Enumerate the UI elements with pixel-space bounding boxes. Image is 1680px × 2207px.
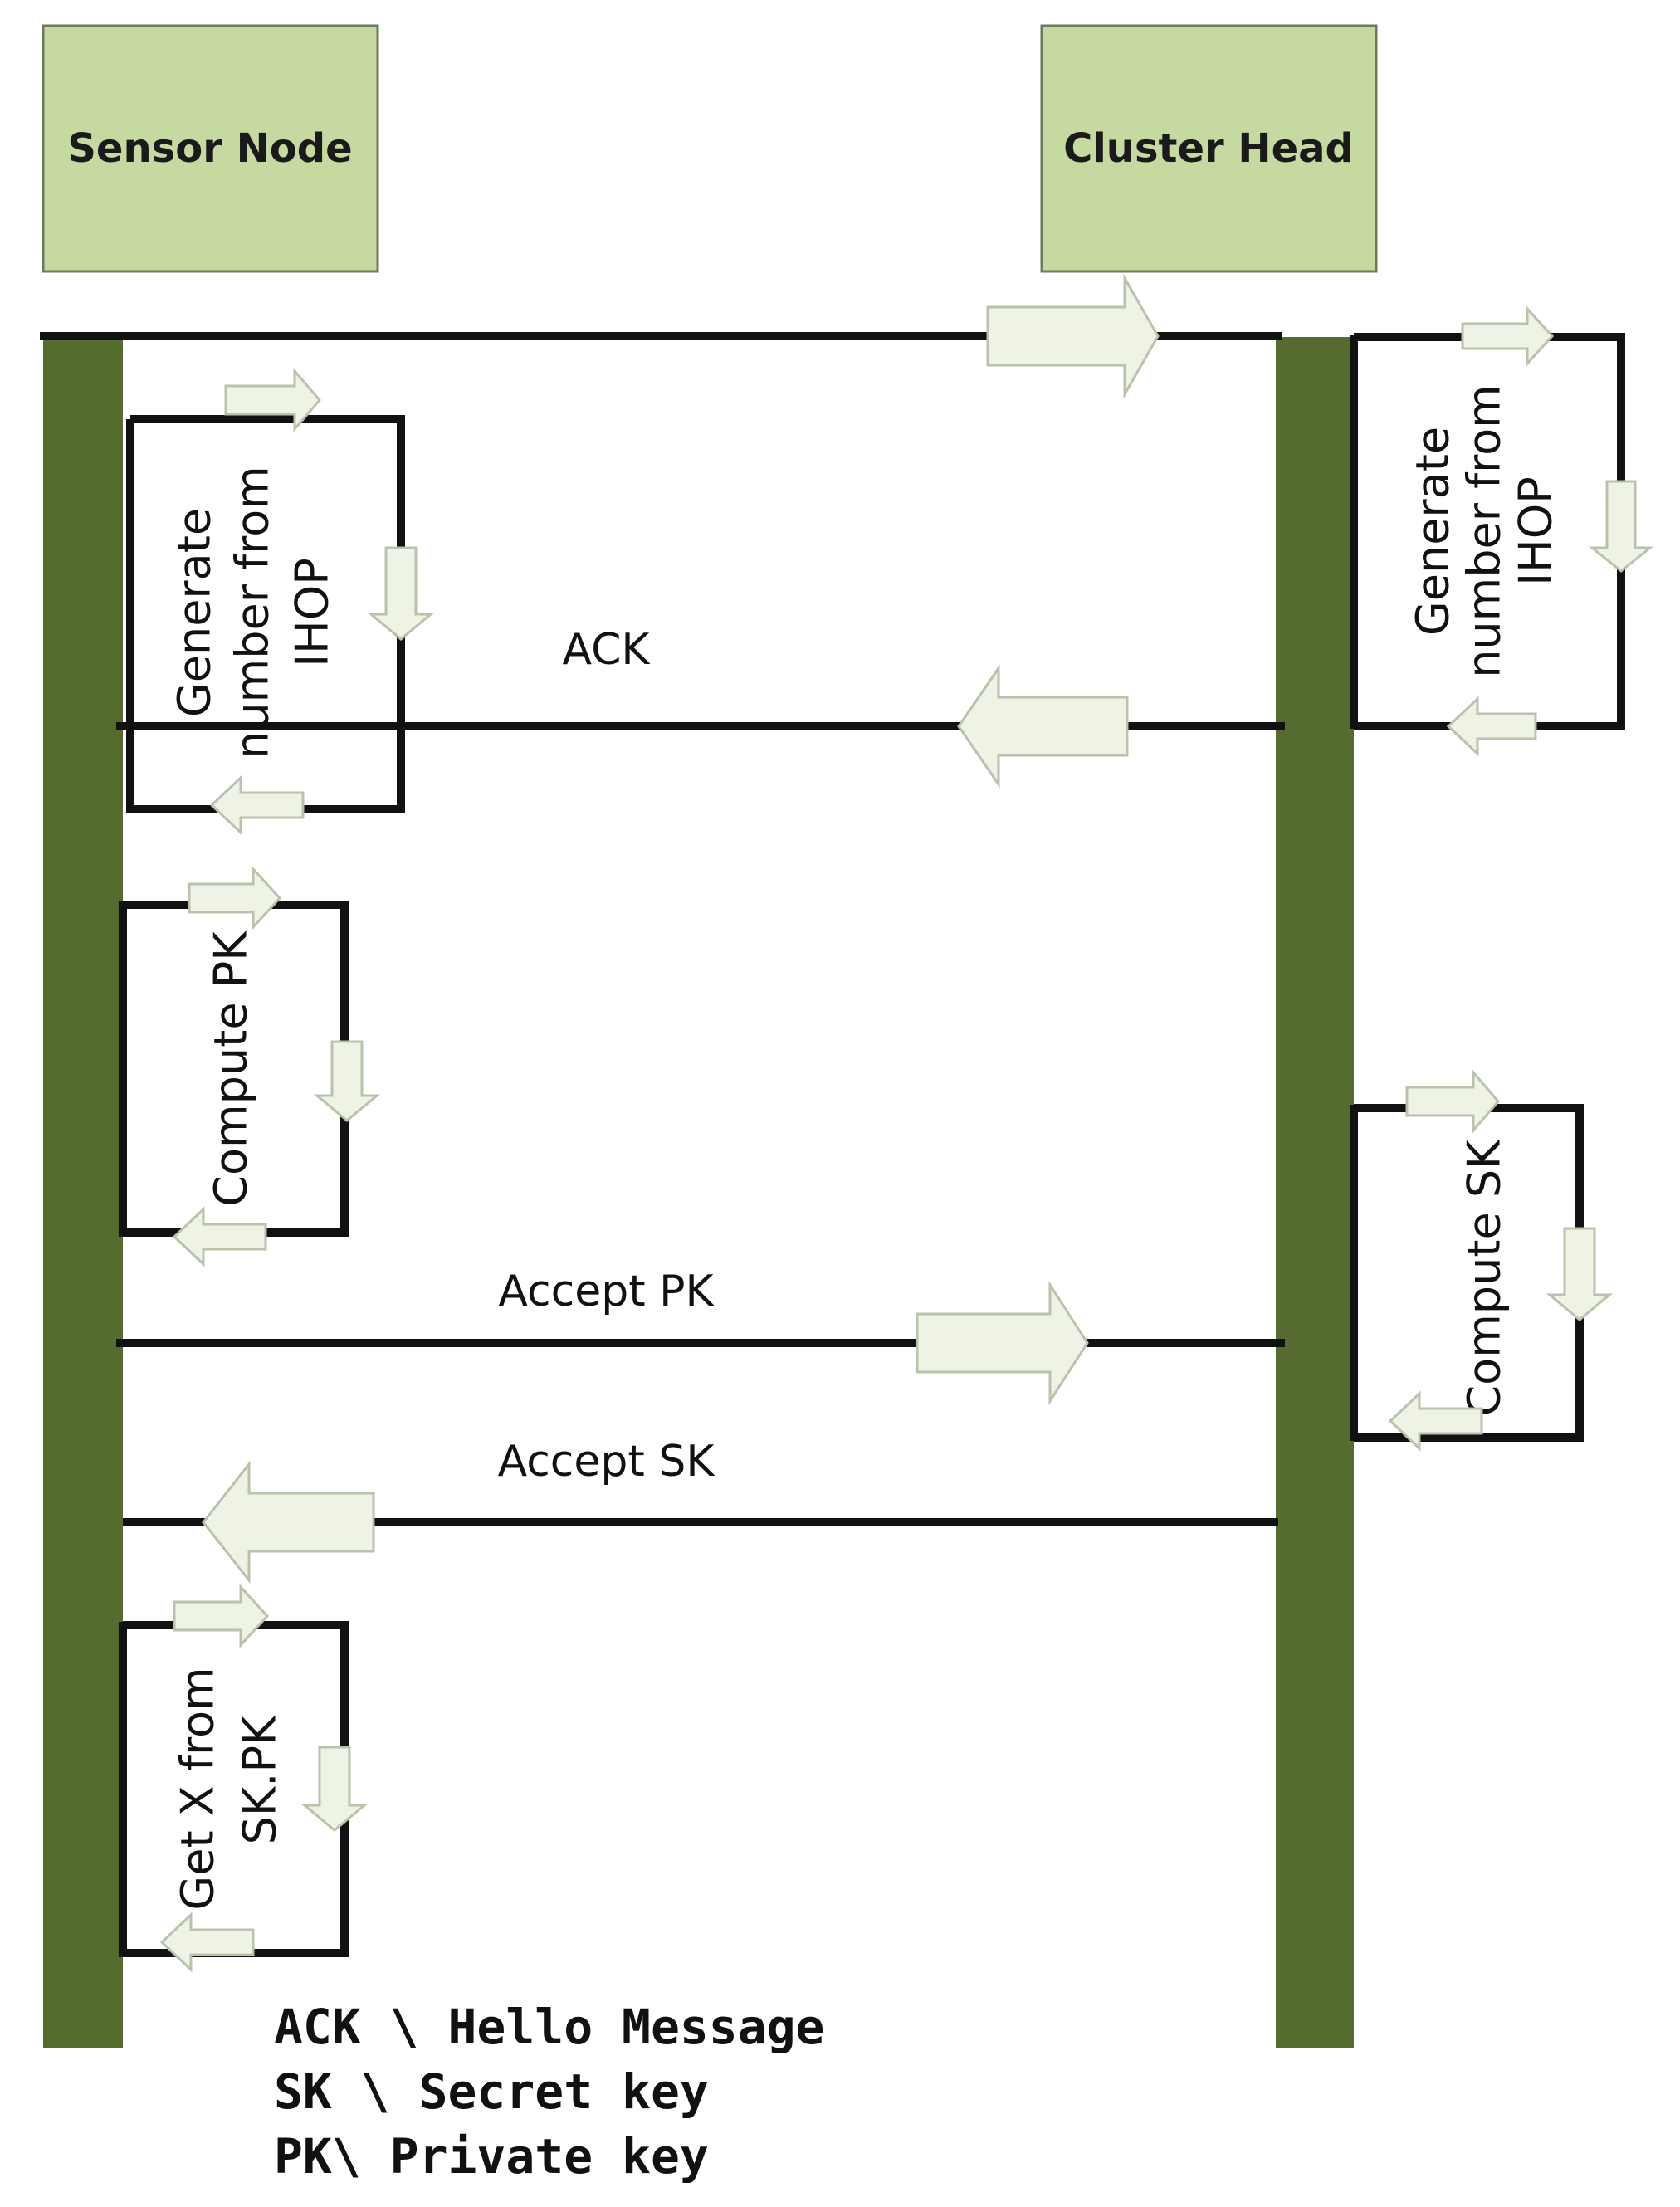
compute-sk-label: Compute SK: [1458, 1139, 1511, 1417]
message-accept-pk: Accept PK: [116, 1267, 1285, 1347]
arrow-down-icon: [367, 546, 435, 641]
arrow-left-icon: [172, 1206, 267, 1267]
arrow-left-icon: [209, 774, 305, 836]
get-x-line-1: Get X from: [172, 1667, 224, 1910]
arrow-right-icon: [1461, 305, 1555, 367]
get-x-line-2: SK.PK: [234, 1715, 286, 1844]
arrow-right-icon: [224, 367, 321, 433]
arrow-down-icon: [313, 1040, 381, 1122]
cluster-generate-line-3: IHOP: [1510, 476, 1562, 586]
arrow-right-icon: [188, 866, 282, 930]
arrows: [159, 273, 1654, 1973]
actor-sensor-node-label: Sensor Node: [67, 125, 352, 172]
arrow-down-icon: [1588, 480, 1654, 573]
arrow-down-icon: [1546, 1227, 1614, 1321]
legend: ACK \ Hello Message SK \ Secret key PK\ …: [274, 1999, 824, 2185]
lifeline-sensor-node: [43, 337, 123, 2048]
compute-pk-label: Compute PK: [205, 930, 257, 1207]
arrow-left-icon: [1446, 696, 1537, 757]
sensor-generate-line-3: IHOP: [286, 558, 339, 667]
arrow-right-icon: [986, 273, 1160, 399]
arrow-left-icon: [159, 1912, 255, 1973]
arrow-down-icon: [300, 1746, 369, 1832]
lifeline-cluster-head: [1276, 337, 1354, 2048]
actor-cluster-head: Cluster Head: [1040, 24, 1378, 273]
process-get-x: Get X from SK.PK: [119, 1621, 349, 1957]
legend-item-sk: SK \ Secret key: [274, 2063, 709, 2120]
sensor-generate-line-1: Generate: [168, 508, 221, 717]
legend-item-ack: ACK \ Hello Message: [274, 1999, 824, 2055]
process-compute-pk: Compute PK: [119, 901, 349, 1237]
process-cluster-generate: Generate number from IHOP: [1350, 333, 1625, 730]
arrow-left-icon: [202, 1460, 375, 1584]
message-accept-pk-label: Accept PK: [498, 1267, 715, 1316]
message-ack-label: ACK: [562, 625, 651, 675]
message-accept-sk-label: Accept SK: [498, 1437, 716, 1487]
arrow-right-icon: [173, 1584, 270, 1648]
arrow-right-icon: [916, 1280, 1089, 1406]
arrow-right-icon: [1405, 1068, 1500, 1135]
process-compute-sk: Compute SK: [1350, 1104, 1584, 1442]
arrow-left-icon: [957, 664, 1129, 789]
arrow-left-icon: [1388, 1390, 1483, 1452]
actor-sensor-node: Sensor Node: [42, 24, 379, 273]
cluster-generate-line-2: number from: [1458, 384, 1511, 678]
actor-cluster-head-label: Cluster Head: [1063, 125, 1354, 172]
legend-item-pk: PK\ Private key: [274, 2128, 709, 2185]
cluster-generate-line-1: Generate: [1407, 427, 1459, 636]
sensor-generate-line-2: number from: [227, 466, 279, 759]
process-sensor-generate: Generate number from IHOP: [126, 415, 405, 813]
